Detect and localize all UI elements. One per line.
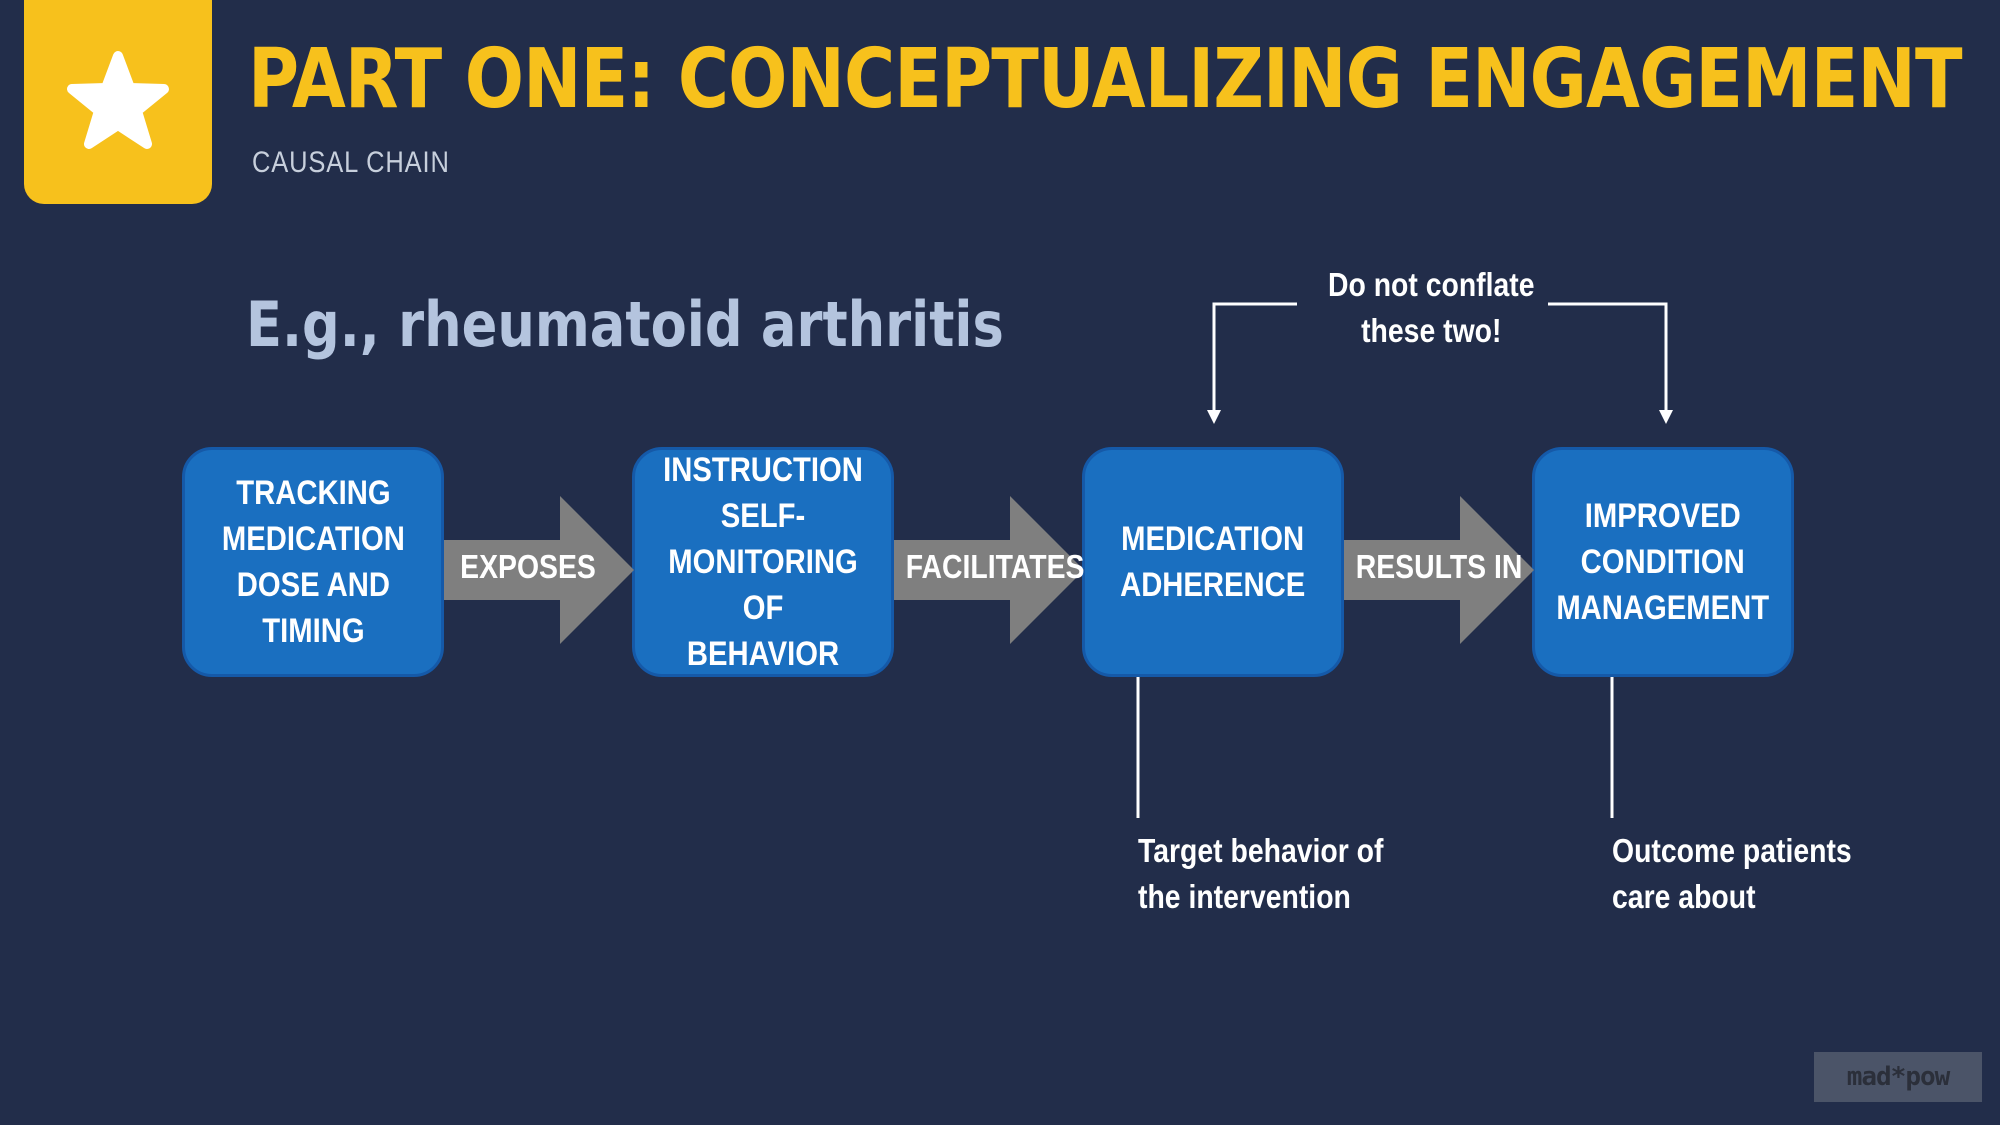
arrow-exposes: EXPOSES [444,496,634,644]
note-target-behavior: Target behavior of the intervention [1138,832,1384,915]
page-subtitle: CAUSAL CHAIN [252,146,450,179]
chain-step-tracking: TRACKING MEDICATION DOSE AND TIMING [182,447,444,677]
conflate-line-left [1212,302,1297,412]
arrow-results-in: RESULTS IN [1344,496,1534,644]
arrowhead-to-adherence [1207,410,1221,424]
note-outcome: Outcome patients care about [1612,832,1852,915]
note-conflate: Do not conflate these two! [1328,266,1535,349]
chain-step-condition: IMPROVED CONDITION MANAGEMENT [1532,447,1794,677]
star-badge [24,0,212,204]
arrow-label: FACILITATES [905,548,1085,585]
arrow-label: RESULTS IN [1355,548,1523,585]
arrow-facilitates: FACILITATES [894,496,1084,644]
example-heading: E.g., rheumatoid arthritis [246,288,1004,361]
star-icon [67,51,169,149]
chain-step-label: INSTRUCTION SELF- MONITORING OF BEHAVIOR [663,451,863,673]
chain-step-instruction: INSTRUCTION SELF- MONITORING OF BEHAVIOR [632,447,894,677]
arrowhead-to-condition [1659,410,1673,424]
right-arrow-icon [444,496,634,644]
chain-step-label: TRACKING MEDICATION DOSE AND TIMING [221,474,405,650]
chain-step-adherence: MEDICATION ADHERENCE [1082,447,1344,677]
right-arrow-icon [894,496,1084,644]
chain-step-label: IMPROVED CONDITION MANAGEMENT [1556,497,1770,627]
right-arrow-icon [1344,496,1534,644]
arrow-label: EXPOSES [460,548,596,585]
chain-step-label: MEDICATION ADHERENCE [1120,520,1306,604]
page-title: PART ONE: CONCEPTUALIZING ENGAGEMENT [248,32,1962,127]
conflate-line-right [1548,302,1668,412]
brand-logo: mad*pow [1814,1052,1982,1102]
